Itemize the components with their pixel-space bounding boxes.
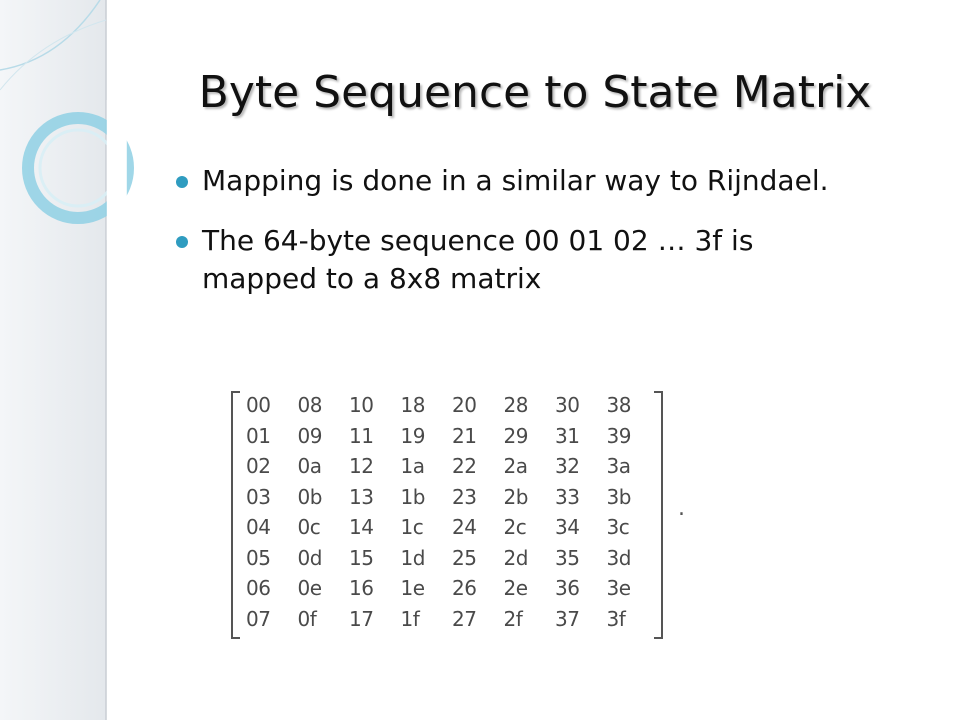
- matrix-cell: 27: [452, 606, 477, 631]
- matrix-cell: 13: [349, 484, 374, 509]
- matrix-cell: 3e: [606, 576, 632, 600]
- matrix-cell: 10: [349, 393, 374, 417]
- matrix-cell: 3f: [606, 606, 626, 631]
- matrix-cell: 1d: [400, 545, 426, 570]
- matrix-cell: 12: [349, 454, 374, 478]
- bullet-dot-icon: [176, 176, 188, 188]
- matrix-cell: 39: [606, 423, 632, 448]
- matrix-cell: 3b: [606, 484, 632, 509]
- decor-ring-icon: [22, 112, 134, 224]
- matrix-grid: 00 08 10 18 20 28 30 38 01 09 11 19 21 29 31 39 02 0a 12 1a…: [246, 390, 658, 634]
- matrix-cell: 2a: [503, 454, 528, 478]
- matrix-cell: 19: [400, 423, 426, 448]
- matrix-cell: 02: [246, 454, 271, 478]
- state-matrix: 00 08 10 18 20 28 30 38 01 09 11 19 21 29 31 39 02 0a 12 1a…: [226, 388, 696, 644]
- matrix-cell: 22: [452, 454, 477, 478]
- matrix-cell: 28: [503, 393, 529, 417]
- bullet-item: Mapping is done in a similar way to Rijn…: [176, 162, 876, 200]
- matrix-cell: 31: [555, 423, 580, 448]
- matrix-cell: 32: [555, 454, 580, 478]
- matrix-cell: 04: [246, 515, 271, 539]
- matrix-cell: 25: [452, 545, 477, 570]
- bullet-text: The 64-byte sequence 00 01 02 … 3f is ma…: [202, 224, 754, 295]
- matrix-cell: 2c: [503, 515, 527, 539]
- matrix-cell: 36: [555, 576, 580, 600]
- matrix-cell: 3c: [606, 515, 630, 539]
- matrix-cell: 01: [246, 423, 271, 448]
- matrix-cell: 05: [246, 545, 271, 570]
- matrix-cell: 07: [246, 606, 271, 631]
- ring-clip: [106, 100, 127, 240]
- matrix-cell: 38: [606, 393, 632, 417]
- matrix-cell: 20: [452, 393, 477, 417]
- matrix-cell: 11: [349, 423, 374, 448]
- matrix-cell: 35: [555, 545, 580, 570]
- matrix-cell: 18: [400, 393, 426, 417]
- matrix-cell: 0c: [297, 515, 321, 539]
- matrix-cell: 33: [555, 484, 580, 509]
- matrix-cell: 29: [503, 423, 529, 448]
- matrix-cell: 00: [246, 393, 271, 417]
- matrix-cell: 14: [349, 515, 374, 539]
- bullet-list: Mapping is done in a similar way to Rijn…: [176, 162, 876, 320]
- left-band: [0, 0, 106, 720]
- decor-arc-top: [0, 0, 101, 71]
- matrix-cell: 16: [349, 576, 374, 600]
- matrix-cell: 2d: [503, 545, 529, 570]
- matrix-cell: 0a: [297, 454, 322, 478]
- bullet-text: Mapping is done in a similar way to Rijn…: [202, 164, 829, 197]
- matrix-cell: 2e: [503, 576, 529, 600]
- matrix-cell: 0f: [297, 606, 317, 631]
- matrix-cell: 26: [452, 576, 477, 600]
- matrix-cell: 03: [246, 484, 271, 509]
- matrix-cell: 0b: [297, 484, 323, 509]
- matrix-cell: 0d: [297, 545, 323, 570]
- matrix-cell: 15: [349, 545, 374, 570]
- decor-arc-outer: [0, 19, 107, 91]
- matrix-brackets: [231, 391, 663, 639]
- matrix-cell: 2b: [503, 484, 529, 509]
- matrix-cell: 09: [297, 423, 323, 448]
- matrix-cell: 0e: [297, 576, 323, 600]
- matrix-cell: 24: [452, 515, 477, 539]
- matrix-cell: 08: [297, 393, 323, 417]
- matrix-cell: 1a: [400, 454, 425, 478]
- matrix-cell: 23: [452, 484, 477, 509]
- right-bracket: [654, 391, 663, 639]
- matrix-cell: 30: [555, 393, 580, 417]
- slide-title: Byte Sequence to State Matrix: [198, 67, 872, 118]
- matrix-cell: 1e: [400, 576, 426, 600]
- matrix-cell: 21: [452, 423, 477, 448]
- matrix-cell: 34: [555, 515, 580, 539]
- matrix-cell: 1f: [400, 606, 420, 631]
- matrix-cell: 3d: [606, 545, 632, 570]
- matrix-cell: 3a: [606, 454, 631, 478]
- matrix-cell: 1c: [400, 515, 424, 539]
- matrix-cell: 37: [555, 606, 580, 631]
- left-bracket: [231, 391, 240, 639]
- matrix-cell: 17: [349, 606, 374, 631]
- matrix-cell: 2f: [503, 606, 523, 631]
- matrix-cell: 06: [246, 576, 271, 600]
- bullet-item: The 64-byte sequence 00 01 02 … 3f is ma…: [176, 222, 876, 298]
- bullet-dot-icon: [176, 236, 188, 248]
- matrix-trailing-mark: .: [678, 496, 685, 521]
- matrix-cell: 1b: [400, 484, 426, 509]
